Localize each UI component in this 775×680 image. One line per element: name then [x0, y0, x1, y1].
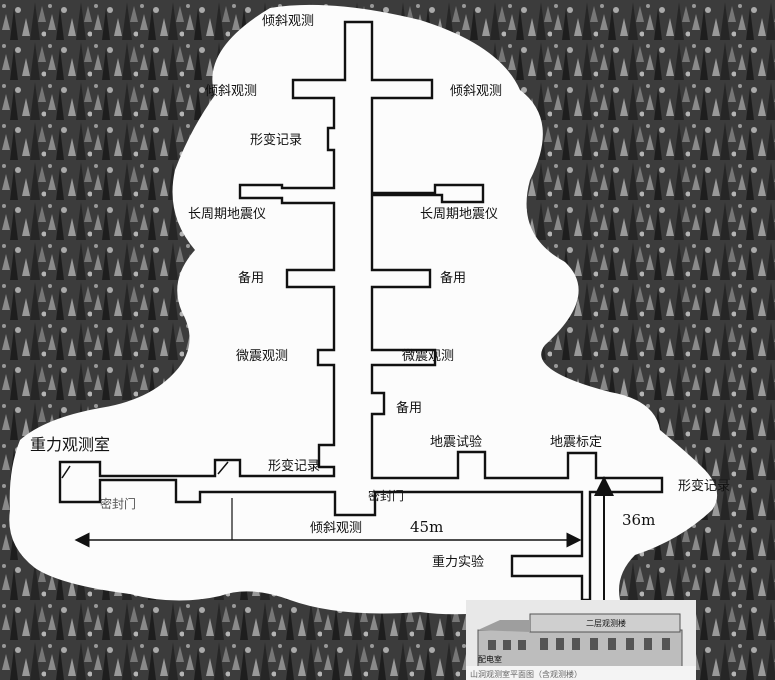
label-tilt-left: 倾斜观测 — [205, 84, 257, 99]
label-spare-right: 备用 — [440, 270, 466, 286]
label-gravity-room: 重力观测室 — [30, 435, 110, 454]
label-tilt-bottom: 倾斜观测 — [310, 521, 362, 536]
site-area — [9, 4, 718, 615]
label-seismic-calib: 地震标定 — [550, 435, 602, 450]
door-mark-gravity — [61, 465, 71, 479]
label-longperiod-right: 长周期地震仪 — [420, 207, 498, 222]
label-longperiod-left: 长周期地震仪 — [188, 207, 266, 222]
photo-caption: 山洞观测室平面图（含观测楼） — [470, 669, 582, 679]
dim-label-vertical: 36m — [622, 511, 655, 529]
door-mark-left — [217, 461, 229, 475]
label-micro-right: 微震观测 — [402, 349, 454, 364]
dim-label-horizontal: 45m — [410, 518, 443, 536]
label-deform-right: 形变记录 — [678, 478, 730, 494]
tunnel-outline — [58, 20, 664, 602]
label-building-power: 配电室 — [478, 654, 502, 664]
label-seal-door-left: 密封门 — [100, 496, 136, 511]
label-deform-upper: 形变记录 — [250, 132, 302, 148]
label-tilt-right: 倾斜观测 — [450, 84, 502, 99]
label-spare-left: 备用 — [238, 270, 264, 286]
label-seismic-test: 地震试验 — [430, 434, 482, 450]
label-building-top: 二层观测楼 — [586, 618, 626, 628]
label-spare-lower: 备用 — [396, 400, 422, 416]
label-tilt-top: 倾斜观测 — [262, 14, 314, 29]
label-micro-left: 微震观测 — [236, 349, 288, 364]
label-deform-lower: 形变记录 — [268, 458, 320, 474]
observation-building-photo — [466, 600, 696, 680]
label-gravity-test: 重力实验 — [432, 554, 484, 570]
label-seal-door-center: 密封门 — [368, 488, 404, 503]
